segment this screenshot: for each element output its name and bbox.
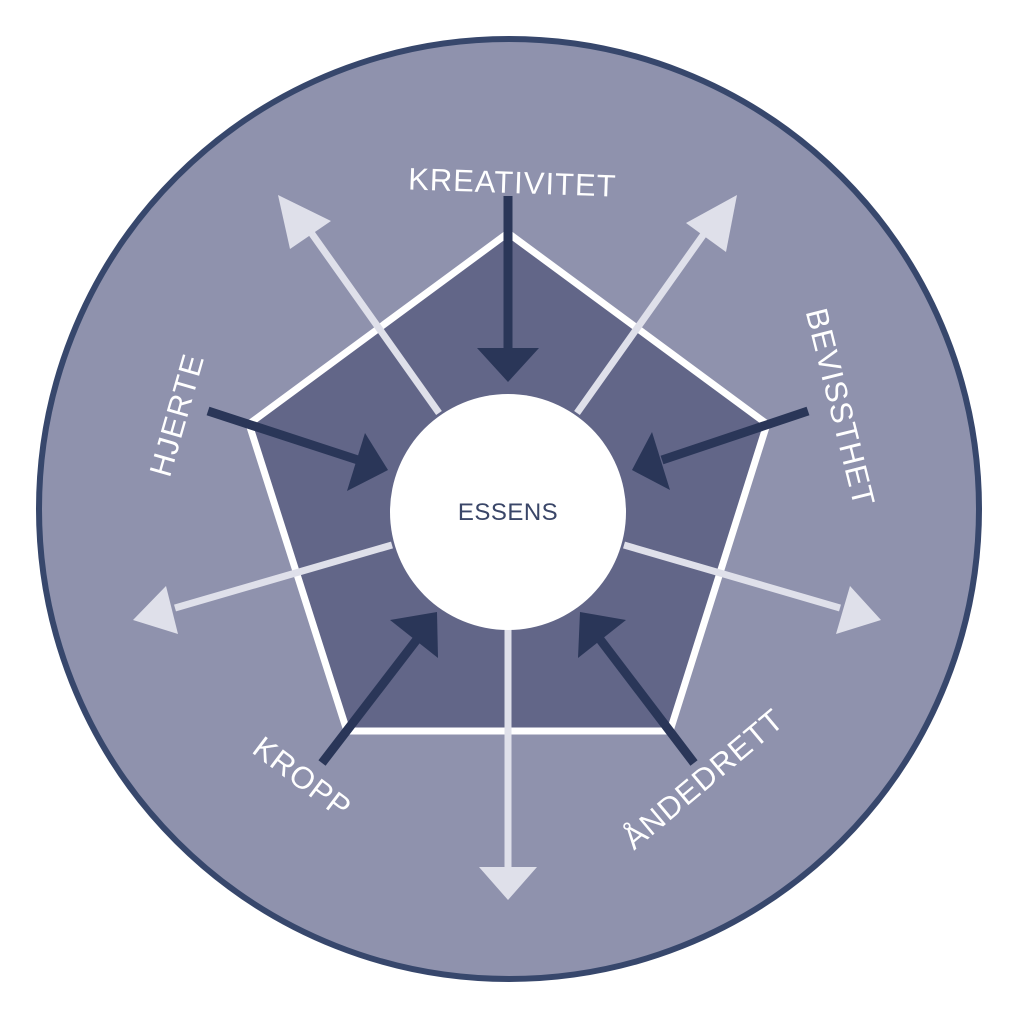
- outward-arrowhead-down: [479, 867, 537, 900]
- outward-arrow-left: [174, 541, 393, 612]
- outward-arrow-right: [623, 541, 841, 612]
- inward-arrowhead-right: [632, 432, 670, 490]
- inward-arrows: [206, 196, 810, 766]
- inward-arrow-right: [660, 406, 810, 465]
- outward-arrowhead-left: [133, 586, 178, 634]
- inward-arrow-lower-left: [318, 635, 422, 766]
- label-kreativitet: KREATIVITET: [408, 161, 618, 203]
- outward-arrowhead-up-right: [686, 195, 737, 252]
- outward-arrow-up-right: [574, 221, 714, 416]
- outward-arrowhead-right: [836, 586, 881, 634]
- inward-arrowhead-left: [347, 433, 388, 491]
- inward-arrow-lower-right: [595, 635, 698, 766]
- inward-arrowhead-lower-right: [578, 612, 626, 658]
- inward-arrowhead-top: [477, 348, 539, 382]
- inward-arrow-left: [206, 406, 360, 465]
- inward-arrowhead-lower-left: [390, 612, 438, 658]
- center-label: ESSENS: [458, 499, 558, 526]
- outward-arrowhead-up-left: [278, 195, 331, 249]
- outward-arrows: [133, 195, 881, 900]
- center-circle: [390, 394, 626, 630]
- outward-arrow-up-left: [302, 221, 442, 416]
